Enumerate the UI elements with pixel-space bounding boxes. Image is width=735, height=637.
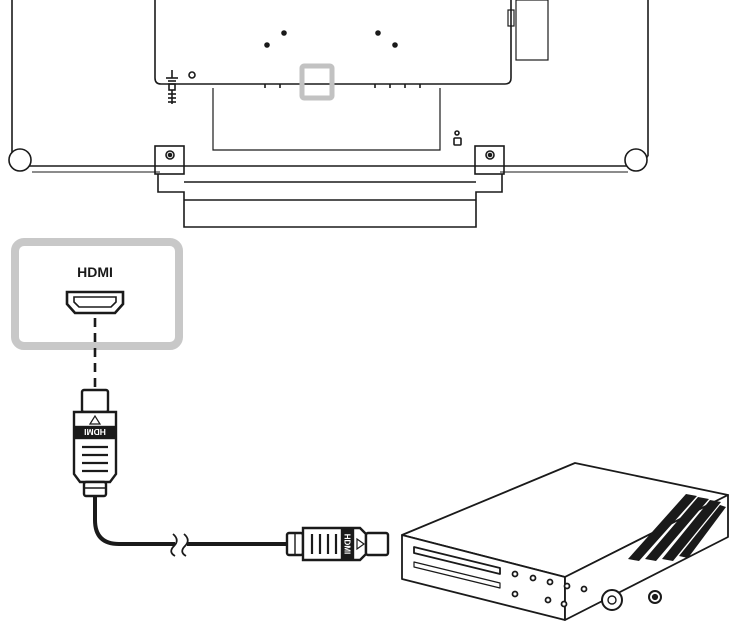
hdmi-plug-a-label: HDMI	[84, 427, 106, 437]
media-player-device-icon	[401, 462, 729, 621]
hdmi-port-icon	[65, 290, 125, 315]
hdmi-cable-icon: HDMI HDMI	[72, 388, 390, 562]
hdmi-plug-a	[72, 388, 118, 498]
hdmi-cable-wire	[93, 496, 175, 546]
hdmi-plug-b	[285, 526, 390, 562]
monitor-rear-view-icon	[8, 0, 649, 228]
hdmi-port-callout: HDMI	[11, 238, 183, 350]
hdmi-plug-b-label: HDMI	[343, 534, 352, 554]
hdmi-port-label: HDMI	[77, 264, 113, 280]
